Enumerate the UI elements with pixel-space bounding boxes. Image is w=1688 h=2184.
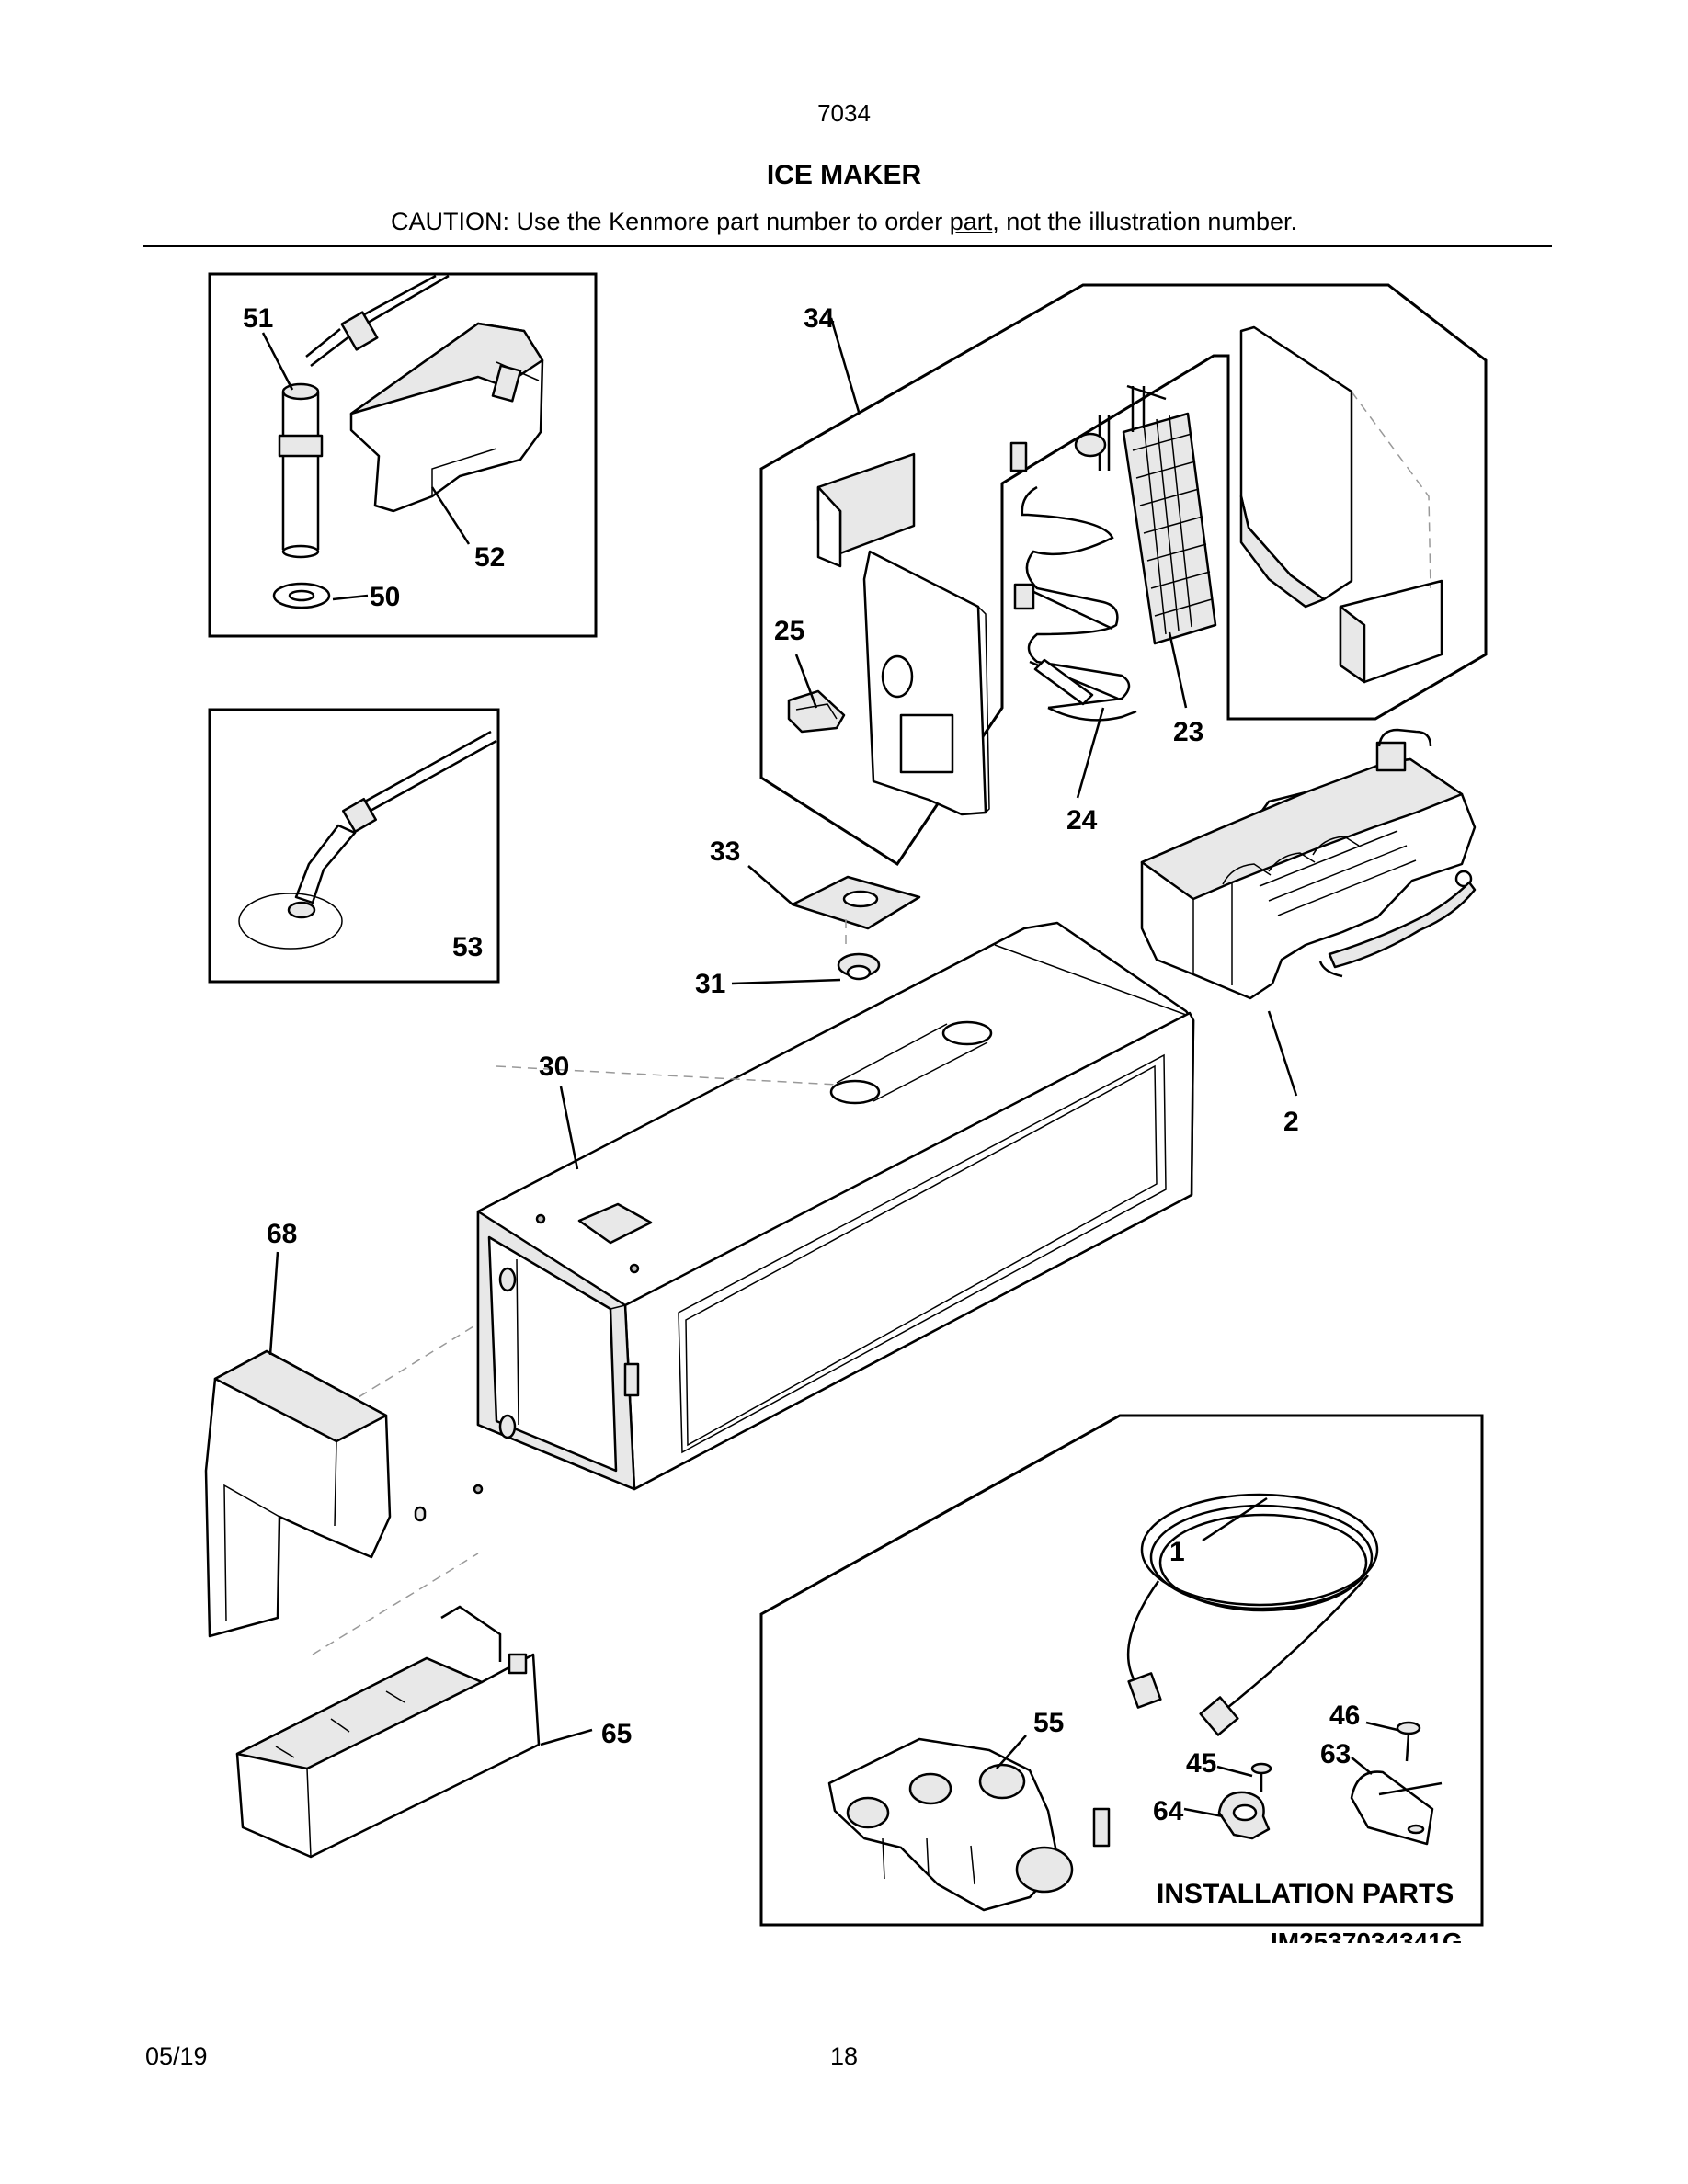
- ice-maker-assembly-2: [1140, 728, 1477, 1000]
- kit-outline-34: [759, 283, 1488, 867]
- callout-2: 2: [1283, 1107, 1299, 1137]
- clamp-64: [1217, 1791, 1271, 1840]
- callout-labels: 51 52 50 53 34 25 23 24 33 31 2 30 68 65…: [243, 303, 1454, 1909]
- clamp-63: [1350, 1770, 1443, 1846]
- footer-page-number: 18: [829, 2042, 859, 2070]
- callout-65: 65: [601, 1719, 632, 1749]
- gasket-pad-33: [791, 875, 921, 930]
- callout-52: 52: [474, 542, 505, 573]
- page-code: 7034: [817, 99, 871, 127]
- fin-pack-23: [1122, 384, 1217, 645]
- header-rule: [143, 245, 1552, 247]
- callout-30: 30: [539, 1052, 569, 1082]
- callout-55: 55: [1033, 1708, 1064, 1738]
- caution-prefix: CAUTION: Use the Kenmore part number to …: [391, 208, 950, 235]
- inset-box-filter-parts: [208, 272, 598, 638]
- caution-note: CAUTION: Use the Kenmore part number to …: [0, 208, 1688, 236]
- screw-45: [1250, 1762, 1272, 1792]
- callout-45: 45: [1186, 1748, 1216, 1779]
- installation-parts-label: INSTALLATION PARTS: [1157, 1879, 1454, 1909]
- callout-33: 33: [710, 836, 740, 867]
- callout-63: 63: [1320, 1739, 1351, 1769]
- chute-cover-68: [204, 1349, 427, 1638]
- page-title: ICE MAKER: [766, 160, 922, 190]
- footer-date: 05/19: [145, 2042, 208, 2070]
- callout-53: 53: [452, 932, 483, 962]
- ice-maker-housing-30: [238, 919, 1195, 1655]
- bucket-tray-65: [235, 1605, 541, 1859]
- callout-31: 31: [695, 969, 725, 999]
- callout-25: 25: [774, 616, 804, 646]
- callout-51: 51: [243, 303, 273, 334]
- callout-64: 64: [1153, 1796, 1184, 1826]
- callout-34: 34: [804, 303, 835, 334]
- inset-box-fill-tube: [208, 708, 500, 984]
- screw-46: [1396, 1721, 1421, 1762]
- installation-parts-box: [759, 1414, 1484, 1927]
- callout-1: 1: [1169, 1537, 1185, 1567]
- grommet-31: [837, 952, 881, 981]
- caution-link: part: [949, 208, 993, 235]
- evaporator-coil-24: [1009, 415, 1137, 722]
- caution-suffix: , not the illustration number.: [992, 208, 1297, 235]
- callout-50: 50: [370, 582, 400, 612]
- callout-leader-lines: [268, 317, 1398, 1818]
- drawing-number: IM2537034341G: [1271, 1928, 1463, 1956]
- callout-68: 68: [267, 1219, 297, 1249]
- water-valve-55: [827, 1737, 1111, 1912]
- callout-24: 24: [1066, 805, 1098, 836]
- callout-46: 46: [1329, 1701, 1360, 1731]
- callout-23: 23: [1173, 717, 1203, 747]
